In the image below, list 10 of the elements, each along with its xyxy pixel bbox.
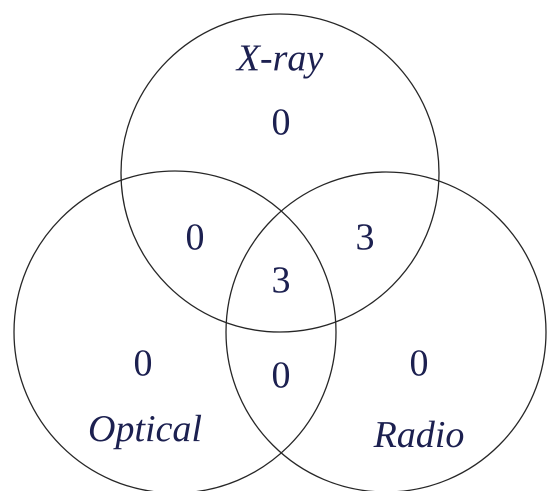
region-count: 3 [357,224,374,250]
region-count: 3 [273,267,290,293]
set-name: Radio [373,420,464,448]
set-name: Optical [90,414,202,450]
region-count: 0 [134,350,152,376]
region-count: 0 [272,362,290,388]
set-name: X-ray [235,45,324,79]
region-count: 0 [186,224,204,250]
region-count: 0 [410,350,428,376]
region-count: 0 [272,109,290,135]
